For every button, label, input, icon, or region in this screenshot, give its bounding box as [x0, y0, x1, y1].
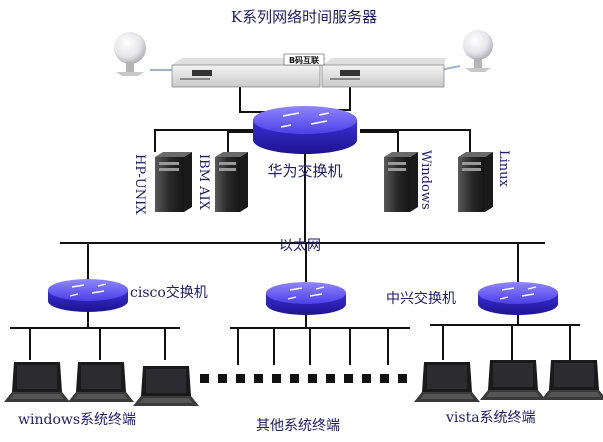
zte-switch-icon	[477, 281, 559, 316]
access-lines	[10, 307, 580, 365]
vista-terminals-label: vista系统终端	[445, 410, 536, 426]
server-label-hp-unix: HP-UNIX	[132, 154, 147, 215]
server-label-ibm-aix: IBM AIX	[196, 154, 211, 211]
other-terminals-dots	[200, 374, 407, 383]
server-tower-ibm-aix-icon	[215, 152, 248, 212]
backbone-lines	[60, 86, 545, 288]
time-server-right	[321, 58, 446, 88]
server-tower-linux-icon	[458, 152, 493, 212]
server-label-linux: Linux	[496, 150, 511, 188]
server-tower-windows-icon	[384, 152, 418, 212]
laptop-icon	[414, 362, 480, 402]
laptop-icon	[68, 362, 134, 402]
core-switch-label: 华为交换机	[267, 162, 342, 180]
zte-switch-label: 中兴交换机	[386, 290, 456, 307]
b-code-link-label: B码互联	[289, 55, 319, 65]
cisco-switch-icon	[47, 278, 129, 313]
cisco-switch-label: cisco交换机	[130, 284, 208, 301]
laptop-icon	[133, 366, 199, 406]
other-terminals-label: 其他系统终端	[256, 418, 340, 434]
laptop-icon	[480, 360, 546, 400]
ethernet-label: 以太网	[279, 238, 321, 254]
server-label-windows: Windows	[418, 150, 433, 210]
middle-switch-icon	[265, 281, 347, 316]
diagram-title: K系列网络时间服务器	[231, 8, 377, 26]
laptop-icon	[541, 360, 603, 400]
laptop-icon	[4, 362, 70, 402]
windows-terminals-label: windows系统终端	[18, 412, 136, 428]
core-switch-icon	[253, 106, 357, 154]
server-tower-hp-unix-icon	[155, 152, 192, 212]
